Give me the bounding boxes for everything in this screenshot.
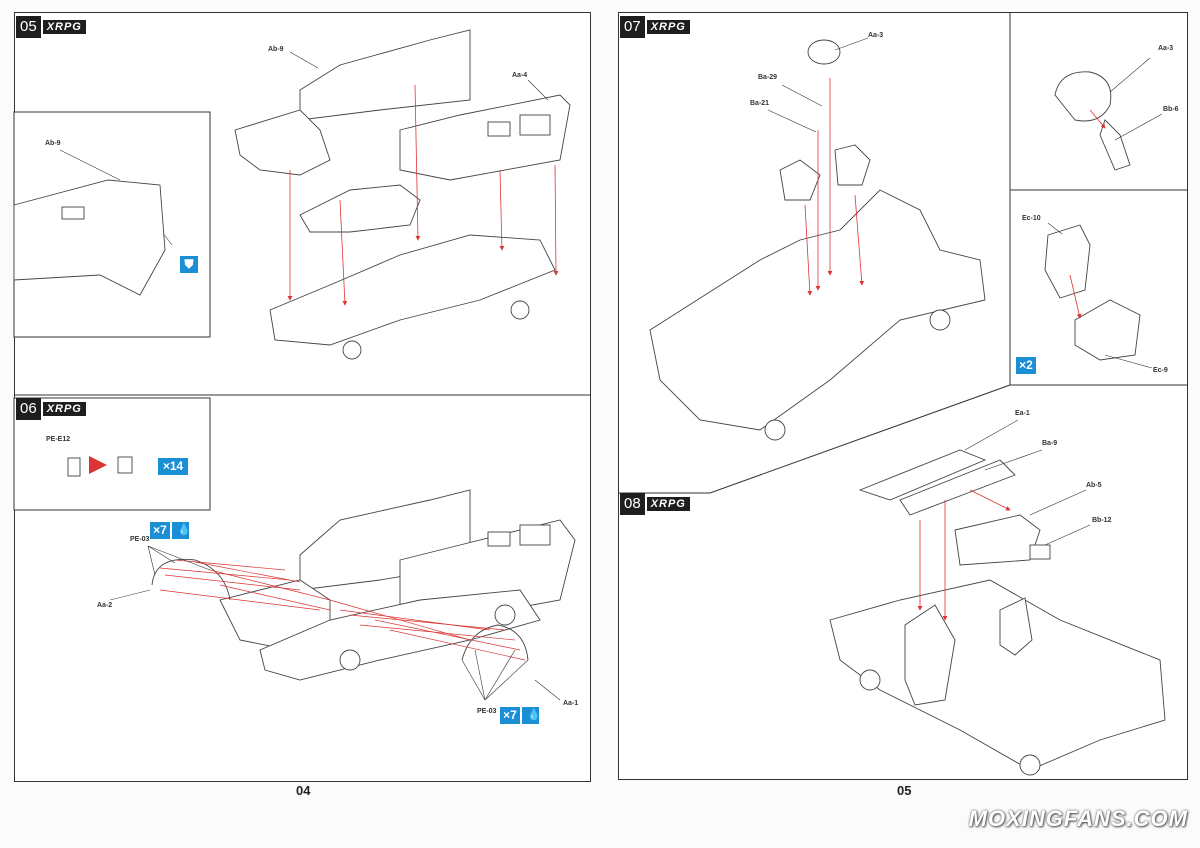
step-06-header: 06 XRPG bbox=[16, 398, 86, 420]
part-label-aa1: Aa-1 bbox=[563, 700, 579, 707]
step07-vehicle bbox=[649, 39, 1141, 441]
part-label-ec10: Ec-10 bbox=[1022, 215, 1041, 222]
quantity-badge: ×14 bbox=[158, 458, 188, 475]
part-label-ba21: Ba-21 bbox=[750, 100, 770, 107]
part-label-pe03: PE-03 bbox=[130, 536, 150, 543]
part-label-bb12: Bb-12 bbox=[1092, 517, 1112, 524]
part-label-ba9: Ba-9 bbox=[1042, 440, 1058, 447]
quantity-badge: ×7 bbox=[150, 522, 170, 539]
glue-drop-icon: 💧 bbox=[522, 707, 541, 724]
step06-frame bbox=[13, 397, 211, 511]
brand-logo: XRPG bbox=[646, 495, 690, 513]
part-label-pe-e12: PE-E12 bbox=[46, 436, 71, 443]
step06-vehicle bbox=[151, 489, 576, 681]
page-number-left: 04 bbox=[296, 783, 311, 798]
part-label-bb6: Bb-6 bbox=[1163, 106, 1179, 113]
step-number: 05 bbox=[16, 16, 41, 38]
glue-icon: ⛊ bbox=[180, 256, 198, 273]
part-label-ba29: Ba-29 bbox=[758, 74, 778, 81]
step-number: 07 bbox=[620, 16, 645, 38]
part-label-ab5: Ab-5 bbox=[1086, 482, 1102, 489]
part-label-pe03: PE-03 bbox=[477, 708, 497, 715]
step05-vehicle bbox=[234, 29, 571, 360]
brand-logo: XRPG bbox=[646, 18, 690, 36]
brand-logo: XRPG bbox=[42, 18, 86, 36]
step-07-header: 07 XRPG bbox=[620, 16, 690, 38]
part-label-ec9: Ec-9 bbox=[1153, 367, 1168, 374]
watermark: MOXINGFANS.COM bbox=[968, 806, 1188, 831]
step-number: 08 bbox=[620, 493, 645, 515]
step-05-header: 05 XRPG bbox=[16, 16, 86, 38]
step05-inset-panel bbox=[13, 179, 166, 296]
quantity-badge: ×7 bbox=[500, 707, 520, 724]
part-label-ab9: Ab-9 bbox=[268, 46, 284, 53]
part-label-ea1: Ea-1 bbox=[1015, 410, 1030, 417]
page-number-right: 05 bbox=[897, 783, 912, 798]
part-label-aa3: Aa-3 bbox=[868, 32, 884, 39]
step-08-header: 08 XRPG bbox=[620, 493, 690, 515]
quantity-badge: ×2 bbox=[1016, 357, 1036, 374]
part-label-aa4: Aa-4 bbox=[512, 72, 528, 79]
part-label-ab9-inset: Ab-9 bbox=[45, 140, 61, 147]
part-label-aa2: Aa-2 bbox=[97, 602, 113, 609]
step08-vehicle bbox=[829, 449, 1166, 776]
brand-logo: XRPG bbox=[42, 400, 86, 418]
glue-drop-icon: 💧 bbox=[172, 522, 191, 539]
step06-pe-part bbox=[67, 456, 133, 477]
part-label-aa3-inset: Aa-3 bbox=[1158, 45, 1174, 52]
step07-frame bbox=[618, 12, 1188, 494]
step-number: 06 bbox=[16, 398, 41, 420]
